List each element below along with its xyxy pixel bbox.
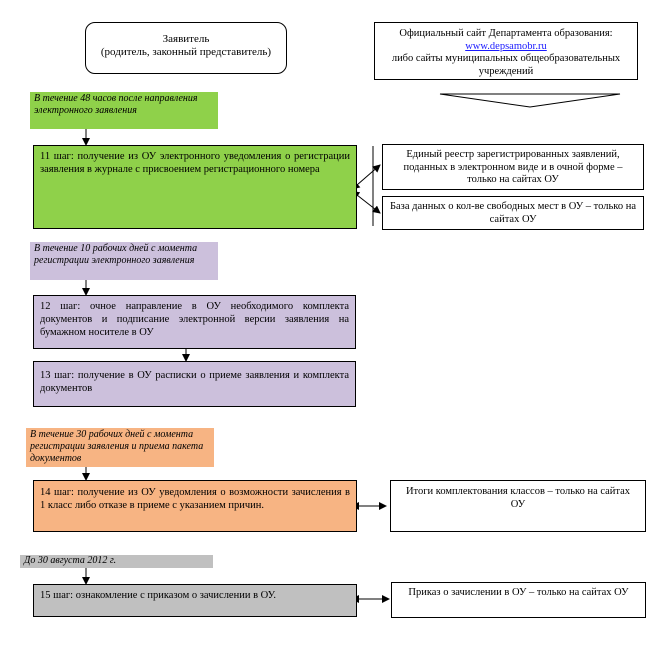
official-site-box: Официальный сайт Департамента образовани…: [374, 22, 638, 80]
order-box: Приказ о зачислении в ОУ – только на сай…: [391, 582, 646, 618]
step-12-text: 12 шаг: очное направление в ОУ необходим…: [40, 301, 349, 338]
database-box: База данных о кол-ве свободных мест в ОУ…: [382, 196, 644, 230]
step-15-text: 15 шаг: ознакомление с приказом о зачисл…: [40, 590, 276, 601]
arrow-to-database: [351, 190, 381, 214]
applicant-box: Заявитель (родитель, законный представит…: [85, 22, 287, 74]
label-hours48: В течение 48 часов после направления эле…: [30, 92, 218, 129]
down-arrow-shape: [439, 93, 621, 108]
registry-box: Единый реестр зарегистрированных заявлен…: [382, 144, 644, 190]
applicant-title: Заявитель: [162, 33, 210, 45]
step-14-box: 14 шаг: получение из ОУ уведомления о во…: [33, 480, 357, 532]
label-days10: В течение 10 рабочих дней с момента реги…: [30, 242, 218, 280]
step-11-box: 11 шаг: получение из ОУ электронного уве…: [33, 145, 357, 229]
official-site-title: Официальный сайт Департамента образовани…: [399, 28, 613, 39]
label-aug30: До 30 августа 2012 г.: [20, 555, 213, 568]
official-site-alt: либо сайты муниципальных общеобразовател…: [391, 53, 621, 77]
applicant-subtitle: (родитель, законный представитель): [100, 46, 272, 58]
registry-text: Единый реестр зарегистрированных заявлен…: [403, 149, 623, 185]
step-15-box: 15 шаг: ознакомление с приказом о зачисл…: [33, 584, 357, 617]
results-text: Итоги комплектования классов – только на…: [405, 486, 631, 510]
results-box: Итоги комплектования классов – только на…: [390, 480, 646, 532]
official-site-link[interactable]: www.depsamobr.ru: [465, 40, 547, 52]
step-12-box: 12 шаг: очное направление в ОУ необходим…: [33, 295, 356, 349]
step-13-text: 13 шаг: получение в ОУ расписки о приеме…: [40, 370, 349, 394]
order-text: Приказ о зачислении в ОУ – только на сай…: [408, 587, 629, 598]
label-hours48-text: В течение 48 часов после направления эле…: [34, 93, 198, 116]
arrow-to-registry: [351, 164, 381, 190]
label-days30: В течение 30 рабочих дней с момента реги…: [26, 428, 214, 467]
step-14-text: 14 шаг: получение из ОУ уведомления о во…: [40, 487, 350, 511]
step-13-box: 13 шаг: получение в ОУ расписки о приеме…: [33, 361, 356, 407]
label-aug30-text: До 30 августа 2012 г.: [24, 555, 117, 566]
label-days10-text: В течение 10 рабочих дней с момента реги…: [34, 243, 198, 266]
database-text: База данных о кол-ве свободных мест в ОУ…: [389, 201, 636, 225]
label-days30-text: В течение 30 рабочих дней с момента реги…: [30, 429, 204, 464]
step-11-text: 11 шаг: получение из ОУ электронного уве…: [40, 151, 350, 175]
